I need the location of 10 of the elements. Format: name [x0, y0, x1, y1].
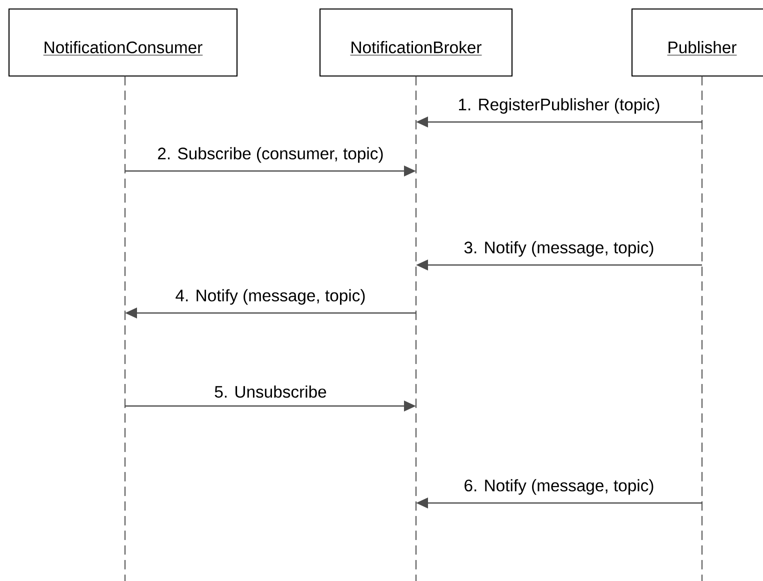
message-label: 4. Notify (message, topic): [176, 289, 365, 305]
object-box: NotificationConsumer: [8, 8, 238, 77]
message-label: 2. Subscribe (consumer, topic): [158, 147, 383, 163]
message-label: 6. Notify (message, topic): [464, 479, 654, 495]
lifeline: [124, 76, 126, 581]
message-label: 1. RegisterPublisher (topic): [459, 98, 660, 114]
object-box: NotificationBroker: [319, 8, 513, 77]
message-label: 3. Notify (message, topic): [464, 241, 654, 257]
message-label: 5. Unsubscribe: [214, 385, 326, 398]
object-box: Publisher: [631, 8, 763, 77]
